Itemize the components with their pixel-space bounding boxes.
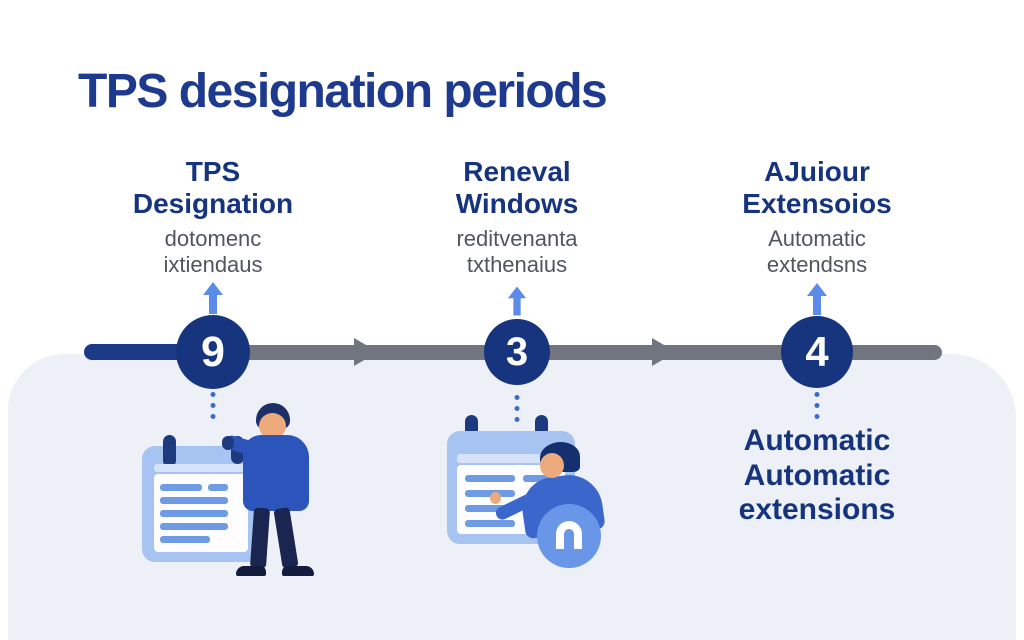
person-torso (243, 435, 309, 511)
person-hand (222, 436, 234, 450)
calendar-text-line (160, 523, 228, 530)
calendar-text-line (160, 536, 210, 543)
column-subtitle-automatic-extensions: Automatic extendsns (767, 226, 867, 278)
calendar-text-line (465, 505, 515, 512)
caption-line: Automatic (743, 424, 891, 457)
person-hand (490, 492, 501, 504)
calendar-text-line (160, 510, 228, 517)
page-title: TPS designation periods (78, 65, 608, 118)
milestone-circle-3: 3 (484, 319, 550, 385)
subtitle-line: reditvenanta (456, 226, 578, 251)
person-leg (273, 507, 299, 569)
calendar-text-line (523, 475, 549, 482)
person-face (259, 413, 286, 439)
caption-line: Automatic (743, 458, 891, 492)
person-shoe (236, 566, 266, 576)
dotted-connector (210, 392, 216, 419)
heading-line: Windows (455, 188, 579, 220)
heading-line: Extensoios (742, 188, 892, 220)
subtitle-line: extendsns (766, 251, 868, 277)
right-arrowhead-icon (354, 338, 378, 366)
n-badge-icon (537, 504, 601, 568)
subtitle-line: dotomenc (164, 226, 262, 251)
column-heading-renewal-windows: Reneval Windows (456, 156, 579, 221)
column-subtitle-renewal-windows: reditvenanta txthenaius (456, 226, 577, 278)
calendar-text-line (160, 484, 202, 491)
milestone-circle-9: 9 (176, 315, 250, 389)
heading-line: Reneval (463, 156, 571, 187)
dotted-connector (814, 392, 820, 419)
heading-line: TPS (185, 156, 241, 187)
heading-line: AJuiour (764, 156, 870, 187)
column-heading-automatic-extensions: AJuiour Extensoios (742, 156, 891, 221)
calendar-text-line (465, 520, 515, 527)
person-face (540, 453, 564, 478)
column-subtitle-tps-designation: dotomenc ixtiendaus (163, 226, 262, 278)
n-glyph (556, 521, 582, 549)
calendar-text-line (208, 484, 228, 491)
calendar-header-strip (154, 464, 248, 472)
right-arrowhead-icon (652, 338, 676, 366)
calendar-text-line (465, 475, 515, 482)
calendar-header-strip (457, 454, 565, 463)
up-arrow-icon (202, 282, 224, 319)
person-shoe (282, 566, 314, 576)
column-heading-tps-designation: TPS Designation (133, 156, 293, 221)
caption-line: extensions (738, 493, 896, 526)
dotted-connector (514, 395, 520, 422)
milestone-circle-4: 4 (781, 316, 853, 388)
up-arrow-icon (806, 283, 828, 320)
person-leg (249, 507, 271, 569)
calendar-pointer-illustration (440, 400, 650, 576)
subtitle-line: ixtiendaus (163, 251, 263, 277)
calendar-peg-icon (163, 435, 176, 467)
automatic-extensions-caption: Automatic Automatic extensions (739, 424, 896, 528)
heading-line: Designation (132, 188, 294, 220)
timeline-gray-segment (214, 345, 942, 360)
subtitle-line: Automatic (768, 226, 866, 251)
subtitle-line: txthenaius (466, 251, 568, 277)
up-arrow-icon (507, 286, 527, 321)
calendar-person-illustration (130, 398, 340, 580)
calendar-text-line (160, 497, 228, 504)
calendar-text-line (465, 490, 515, 497)
